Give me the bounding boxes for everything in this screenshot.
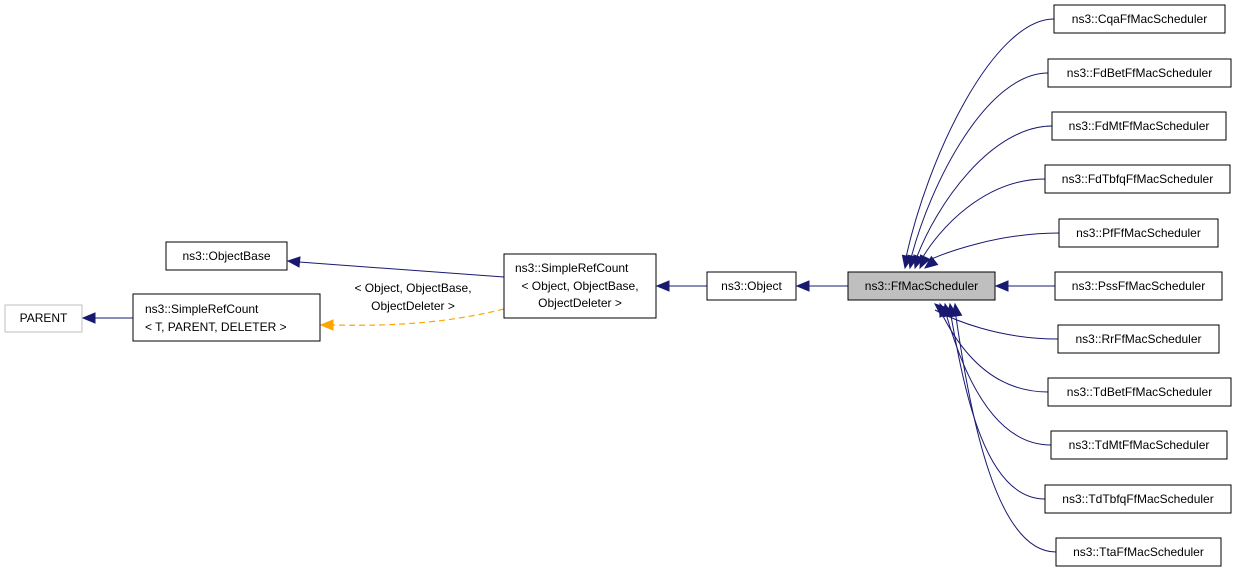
node-subclass[interactable]: ns3::TtaFfMacScheduler xyxy=(1055,537,1222,567)
node-subclass-box xyxy=(1055,537,1222,567)
edge-subclass-to-ffmacscheduler xyxy=(919,178,1046,263)
arrowhead-ffmacscheduler xyxy=(950,302,963,318)
node-subclass-box xyxy=(1054,271,1223,301)
edge-subclass-to-ffmacscheduler xyxy=(949,309,1046,500)
arrowhead-simplerefcount-object xyxy=(655,280,670,292)
node-subclass[interactable]: ns3::PfFfMacScheduler xyxy=(1058,218,1219,248)
node-subclass-label: ns3::TdMtFfMacScheduler xyxy=(1069,438,1210,452)
node-subclass[interactable]: ns3::PssFfMacScheduler xyxy=(1054,271,1223,301)
node-subclass[interactable]: ns3::FdTbfqFfMacScheduler xyxy=(1044,164,1231,194)
arrowhead-ffmacscheduler xyxy=(994,280,1009,292)
node-subclass-box xyxy=(1050,430,1228,460)
arrowhead-parent xyxy=(81,312,96,324)
edge-subclass-to-ffmacscheduler xyxy=(909,72,1049,263)
edge-subclass-to-ffmacscheduler xyxy=(954,309,1057,553)
template-label-line2: ObjectDeleter > xyxy=(371,299,455,313)
node-object[interactable]: ns3::Object xyxy=(706,271,797,301)
node-subclass-label: ns3::CqaFfMacScheduler xyxy=(1072,12,1207,26)
edge-subclass-to-ffmacscheduler xyxy=(924,232,1060,263)
node-subclass[interactable]: ns3::TdMtFfMacScheduler xyxy=(1050,430,1228,460)
node-subclass-label: ns3::RrFfMacScheduler xyxy=(1075,332,1201,346)
diagram-nodes: PARENT ns3::SimpleRefCount < T, PARENT, … xyxy=(4,4,1232,567)
node-subclass-box xyxy=(1051,111,1227,141)
node-objectbase-box xyxy=(165,241,288,271)
node-subclass-label: ns3::FdBetFfMacScheduler xyxy=(1067,66,1212,80)
node-simplerefcount-object-line1: ns3::SimpleRefCount xyxy=(515,261,629,275)
edge-simplerefcount-object-to-objectbase xyxy=(298,261,505,278)
node-object-box xyxy=(706,271,797,301)
node-subclass-box xyxy=(1044,164,1231,194)
diagram-edges xyxy=(81,18,1060,553)
subclass-nodes: ns3::CqaFfMacSchedulerns3::FdBetFfMacSch… xyxy=(1044,4,1232,567)
edge-subclass-to-ffmacscheduler xyxy=(904,18,1055,263)
node-subclass-box xyxy=(1047,58,1232,88)
node-simplerefcount-generic-box xyxy=(132,293,321,342)
node-simplerefcount-object-line3: ObjectDeleter > xyxy=(538,296,622,310)
node-subclass[interactable]: ns3::TdBetFfMacScheduler xyxy=(1047,377,1232,407)
node-subclass-box xyxy=(1057,324,1220,354)
node-simplerefcount-generic-line1: ns3::SimpleRefCount xyxy=(145,302,259,316)
node-simplerefcount-generic[interactable]: ns3::SimpleRefCount < T, PARENT, DELETER… xyxy=(132,293,321,342)
node-object-label: ns3::Object xyxy=(721,279,782,293)
node-ffmacscheduler-box xyxy=(847,271,996,301)
node-parent-label: PARENT xyxy=(20,311,68,325)
node-subclass[interactable]: ns3::TdTbfqFfMacScheduler xyxy=(1044,484,1232,514)
edge-subclass-to-ffmacscheduler xyxy=(944,309,1052,446)
node-subclass-box xyxy=(1047,377,1232,407)
edge-subclass-to-ffmacscheduler xyxy=(939,309,1049,393)
arrowhead-objectbase xyxy=(286,256,301,268)
node-parent[interactable]: PARENT xyxy=(4,304,83,333)
node-subclass[interactable]: ns3::FdBetFfMacScheduler xyxy=(1047,58,1232,88)
node-objectbase[interactable]: ns3::ObjectBase xyxy=(165,241,288,271)
arrowhead-ffmacscheduler xyxy=(919,254,931,270)
node-simplerefcount-object-line2: < Object, ObjectBase, xyxy=(521,279,638,293)
arrowhead-template xyxy=(319,319,334,331)
node-subclass-box xyxy=(1053,4,1226,34)
node-subclass-label: ns3::FdMtFfMacScheduler xyxy=(1069,119,1210,133)
template-label-line1: < Object, ObjectBase, xyxy=(354,281,471,295)
node-subclass[interactable]: ns3::RrFfMacScheduler xyxy=(1057,324,1220,354)
node-subclass-label: ns3::TdBetFfMacScheduler xyxy=(1067,385,1212,399)
edge-subclass-to-ffmacscheduler xyxy=(914,125,1053,263)
node-ffmacscheduler-label: ns3::FfMacScheduler xyxy=(865,279,978,293)
template-argument-label: < Object, ObjectBase, ObjectDeleter > xyxy=(354,281,471,313)
node-subclass-box xyxy=(1058,218,1219,248)
node-simplerefcount-object-box xyxy=(503,253,657,319)
node-subclass[interactable]: ns3::CqaFfMacScheduler xyxy=(1053,4,1226,34)
node-subclass-label: ns3::FdTbfqFfMacScheduler xyxy=(1062,172,1213,186)
node-ffmacscheduler[interactable]: ns3::FfMacScheduler xyxy=(847,271,996,301)
arrowhead-ffmacscheduler xyxy=(923,255,939,269)
arrowhead-object xyxy=(795,280,810,292)
node-simplerefcount-generic-line2: < T, PARENT, DELETER > xyxy=(145,320,287,334)
node-simplerefcount-object[interactable]: ns3::SimpleRefCount < Object, ObjectBase… xyxy=(503,253,657,319)
node-objectbase-label: ns3::ObjectBase xyxy=(182,249,270,263)
edge-template-instantiation xyxy=(332,308,505,326)
node-subclass-label: ns3::PssFfMacScheduler xyxy=(1072,279,1205,293)
node-subclass[interactable]: ns3::FdMtFfMacScheduler xyxy=(1051,111,1227,141)
node-subclass-label: ns3::PfFfMacScheduler xyxy=(1076,226,1201,240)
node-subclass-box xyxy=(1044,484,1232,514)
subclass-edges xyxy=(901,18,1060,553)
node-subclass-label: ns3::TdTbfqFfMacScheduler xyxy=(1062,492,1213,506)
node-subclass-label: ns3::TtaFfMacScheduler xyxy=(1073,545,1204,559)
node-parent-box xyxy=(4,304,83,333)
